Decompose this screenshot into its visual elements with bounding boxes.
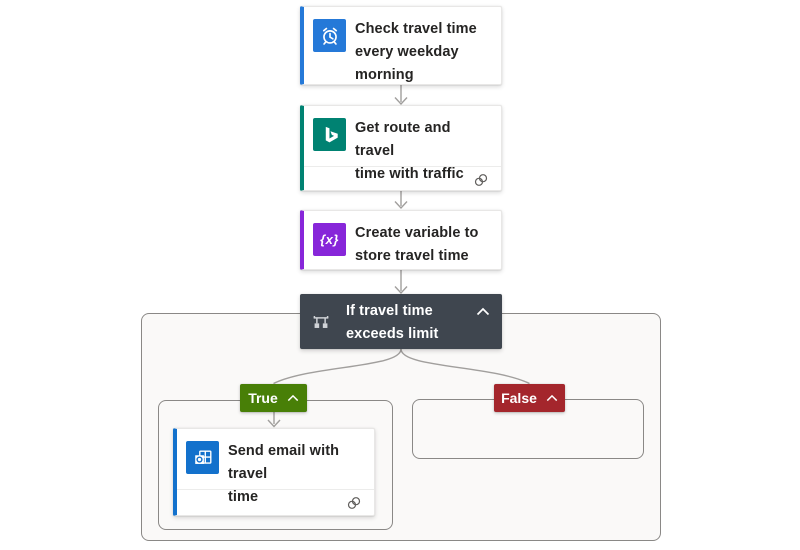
- true-branch-label: True: [248, 390, 278, 406]
- arrow-down-icon: [394, 201, 408, 210]
- trigger-card-check-travel-time[interactable]: Check travel time every weekday morning: [300, 6, 502, 85]
- connection-icon[interactable]: [347, 496, 361, 510]
- arrow-down-icon: [394, 286, 408, 295]
- step-title: Create variable to store travel time: [355, 225, 479, 264]
- variable-glyph: {x}: [320, 232, 339, 247]
- step-title: Send email with travel time: [228, 443, 340, 505]
- action-card-create-variable[interactable]: {x} Create variable to store travel time: [300, 210, 502, 270]
- card-footer: [304, 166, 501, 193]
- condition-icon: [313, 316, 329, 328]
- recurrence-clock-icon: [313, 19, 346, 52]
- chevron-up-icon[interactable]: [476, 307, 490, 316]
- condition-card-if-travel-time[interactable]: If travel time exceeds limit: [300, 294, 502, 349]
- true-branch-badge[interactable]: True: [240, 384, 307, 412]
- chevron-up-icon[interactable]: [546, 394, 558, 402]
- chevron-up-icon[interactable]: [287, 394, 299, 402]
- action-card-send-email[interactable]: Send email with travel time: [173, 428, 375, 516]
- false-branch-badge[interactable]: False: [494, 384, 565, 412]
- arrow-down-icon: [394, 97, 408, 106]
- card-footer: [177, 489, 374, 516]
- variable-icon: {x}: [313, 223, 346, 256]
- connection-icon[interactable]: [474, 173, 488, 187]
- step-title: Get route and travel time with traffic: [355, 120, 464, 182]
- outlook-icon: [186, 441, 219, 474]
- step-title: If travel time exceeds limit: [346, 303, 439, 342]
- step-title: Check travel time every weekday morning: [355, 21, 477, 83]
- bing-maps-icon: [313, 118, 346, 151]
- action-card-get-route[interactable]: Get route and travel time with traffic: [300, 105, 502, 191]
- false-branch-label: False: [501, 390, 537, 406]
